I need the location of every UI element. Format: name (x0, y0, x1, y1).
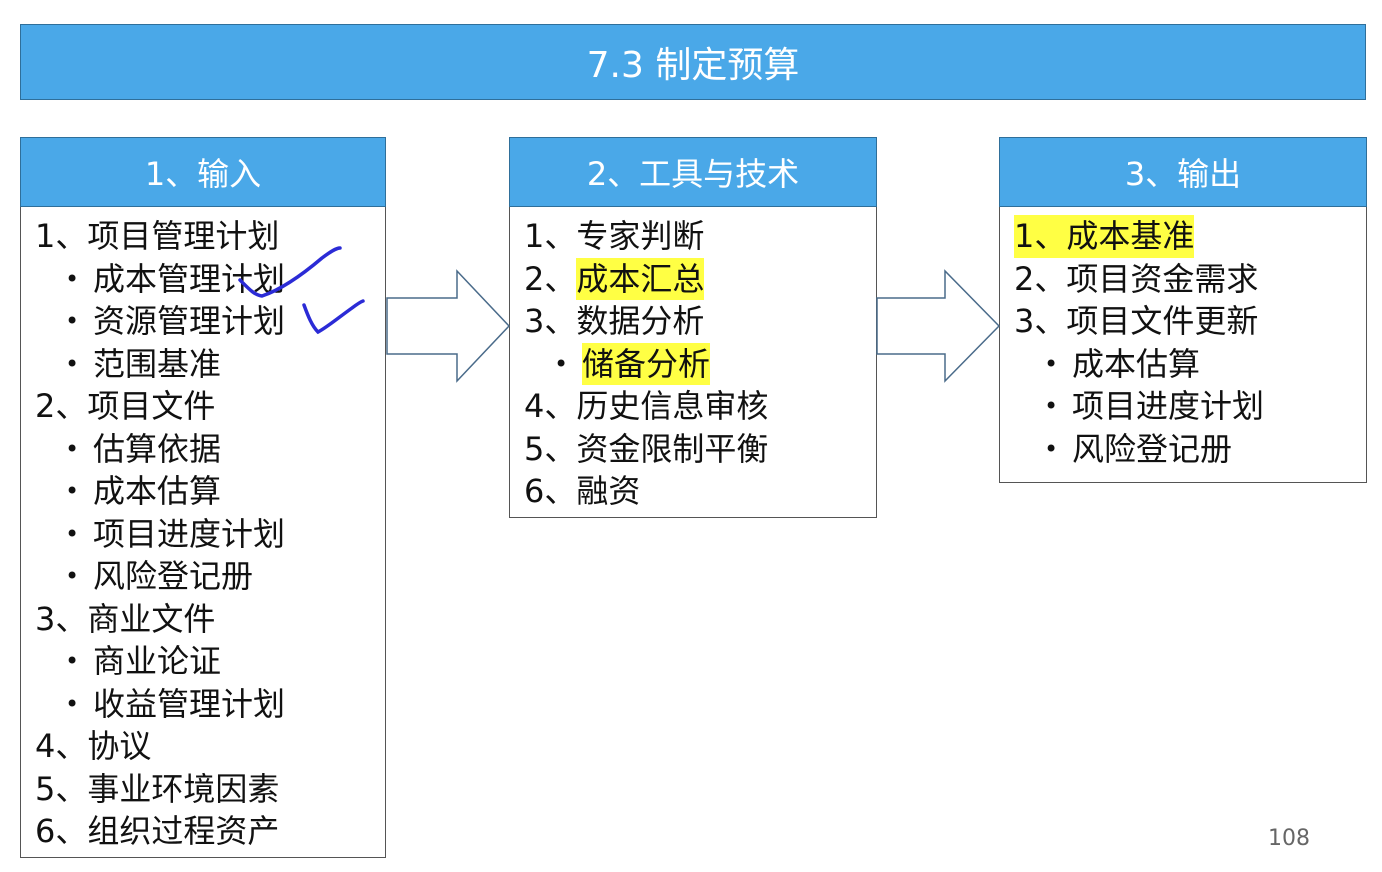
inputs-panel-header: 1、输入 (20, 137, 386, 207)
list-item-text: 1、项目管理计划 (35, 217, 280, 255)
list-item: 收益管理计划 (35, 683, 385, 726)
list-item-text: 成本估算 (93, 472, 222, 510)
tools-panel-header: 2、工具与技术 (509, 137, 877, 207)
list-item-text: 风险登记册 (1072, 429, 1233, 468)
list-item: 3、项目文件更新 (1014, 300, 1366, 343)
list-item: 1、项目管理计划 (35, 215, 385, 258)
list-item-text: 项目进度计划 (1072, 387, 1265, 425)
list-item: 2、项目文件 (35, 385, 385, 428)
list-item-prefix: 2、 (524, 259, 577, 298)
list-item-text: 成本估算 (1072, 344, 1201, 383)
list-item: 估算依据 (35, 428, 385, 471)
list-item-text: 4、协议 (35, 727, 152, 765)
list-item-text: 资源管理计划 (93, 302, 286, 340)
list-item: 储备分析 (524, 342, 876, 385)
list-item-text: 估算依据 (93, 429, 222, 468)
highlighted-item-text: 成本汇总 (576, 257, 705, 300)
list-item-text: 5、事业环境因素 (35, 769, 280, 808)
list-item-text: 1、专家判断 (524, 217, 705, 255)
tools-panel-list: 1、专家判断2、成本汇总3、数据分析储备分析4、历史信息审核5、资金限制平衡6、… (509, 207, 877, 518)
list-item: 资源管理计划 (35, 300, 385, 343)
list-item-text: 2、项目文件 (35, 387, 216, 425)
list-item: 商业论证 (35, 640, 385, 683)
checkmark-icon (238, 246, 342, 298)
list-item: 项目进度计划 (1014, 385, 1366, 428)
list-item: 5、事业环境因素 (35, 768, 385, 811)
slide-title: 7.3 制定预算 (20, 24, 1366, 100)
list-item: 成本估算 (35, 470, 385, 513)
list-item: 项目进度计划 (35, 513, 385, 556)
list-item: 4、历史信息审核 (524, 385, 876, 428)
list-item-text: 3、商业文件 (35, 599, 216, 638)
arrow-tools-to-outputs (876, 269, 1001, 383)
page-number: 108 (1268, 826, 1310, 851)
list-item: 范围基准 (35, 343, 385, 386)
list-item-text: 3、数据分析 (524, 302, 705, 340)
highlighted-item-text: 储备分析 (582, 342, 711, 385)
inputs-panel-list: 1、项目管理计划成本管理计划资源管理计划范围基准2、项目文件估算依据成本估算项目… (20, 207, 386, 858)
list-item-text: 项目进度计划 (93, 514, 286, 553)
list-item: 6、融资 (524, 470, 876, 513)
list-item: 5、资金限制平衡 (524, 428, 876, 471)
checkmark-icon (302, 299, 365, 335)
list-item-text: 范围基准 (93, 344, 222, 383)
list-item-text: 6、融资 (524, 472, 641, 510)
list-item-text: 4、历史信息审核 (524, 387, 769, 425)
list-item: 风险登记册 (35, 555, 385, 598)
list-item: 1、成本基准 (1014, 215, 1366, 258)
list-item: 2、成本汇总 (524, 257, 876, 300)
list-item-text: 商业论证 (93, 642, 222, 680)
list-item: 风险登记册 (1014, 428, 1366, 471)
list-item-text: 3、项目文件更新 (1014, 302, 1259, 340)
inputs-panel: 1、输入 1、项目管理计划成本管理计划资源管理计划范围基准2、项目文件估算依据成… (20, 137, 386, 858)
list-item: 成本估算 (1014, 343, 1366, 386)
list-item: 3、数据分析 (524, 300, 876, 343)
outputs-panel-header: 3、输出 (999, 137, 1367, 207)
list-item-text: 收益管理计划 (93, 684, 286, 723)
list-item-text: 风险登记册 (93, 557, 254, 595)
list-item: 4、协议 (35, 725, 385, 768)
list-item: 6、组织过程资产 (35, 810, 385, 853)
list-item: 3、商业文件 (35, 598, 385, 641)
list-item: 1、专家判断 (524, 215, 876, 258)
arrow-inputs-to-tools (386, 269, 511, 383)
highlighted-item-text: 1、成本基准 (1014, 215, 1195, 258)
list-item-text: 6、组织过程资产 (35, 812, 280, 850)
list-item: 2、项目资金需求 (1014, 258, 1366, 301)
list-item-text: 5、资金限制平衡 (524, 429, 769, 468)
list-item-text: 2、项目资金需求 (1014, 259, 1259, 298)
tools-panel: 2、工具与技术 1、专家判断2、成本汇总3、数据分析储备分析4、历史信息审核5、… (509, 137, 877, 518)
